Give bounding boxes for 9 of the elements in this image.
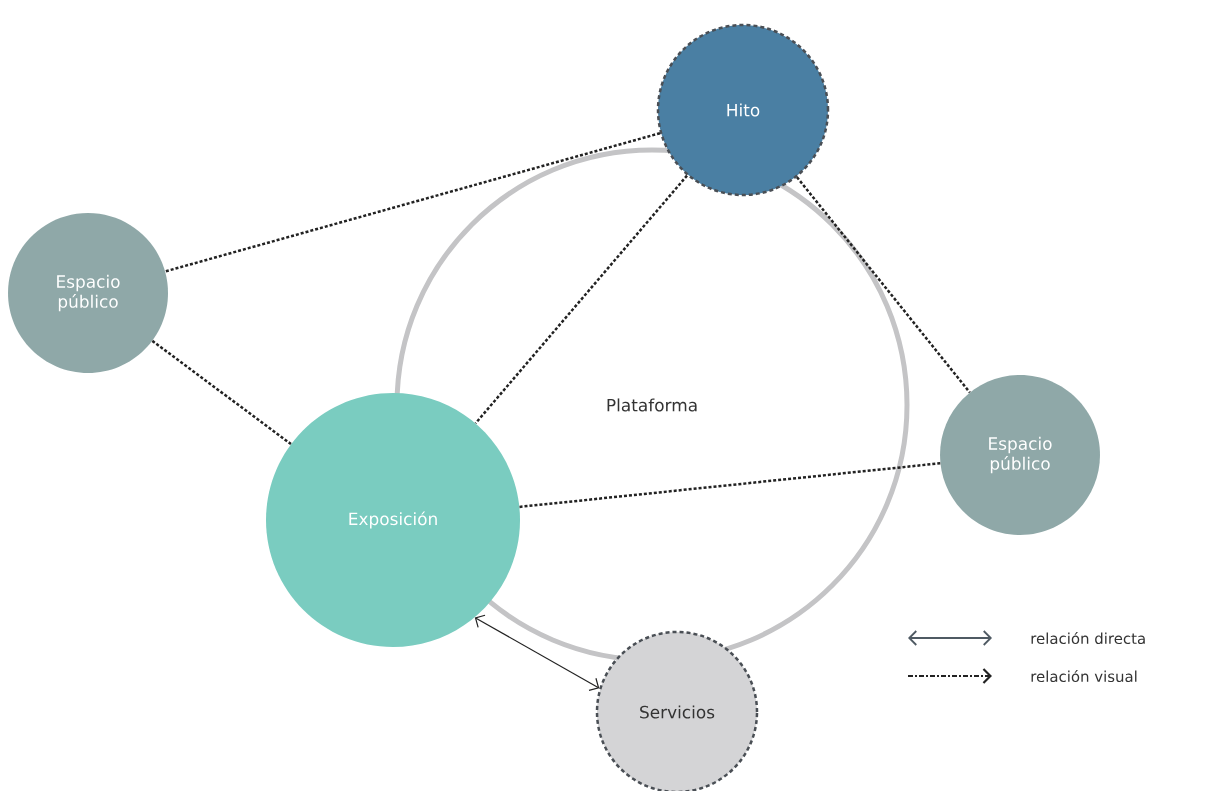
dotted-line	[474, 174, 688, 425]
dotted-line	[164, 132, 661, 273]
platform-label: Plataforma	[607, 398, 697, 412]
legend-label: relación visual	[1031, 669, 1137, 683]
dotted-line	[519, 462, 941, 509]
double-arrow	[474, 614, 600, 692]
dotted-line	[151, 339, 292, 446]
legend-label: relación directa	[1031, 631, 1145, 645]
dotted-line	[796, 176, 971, 394]
